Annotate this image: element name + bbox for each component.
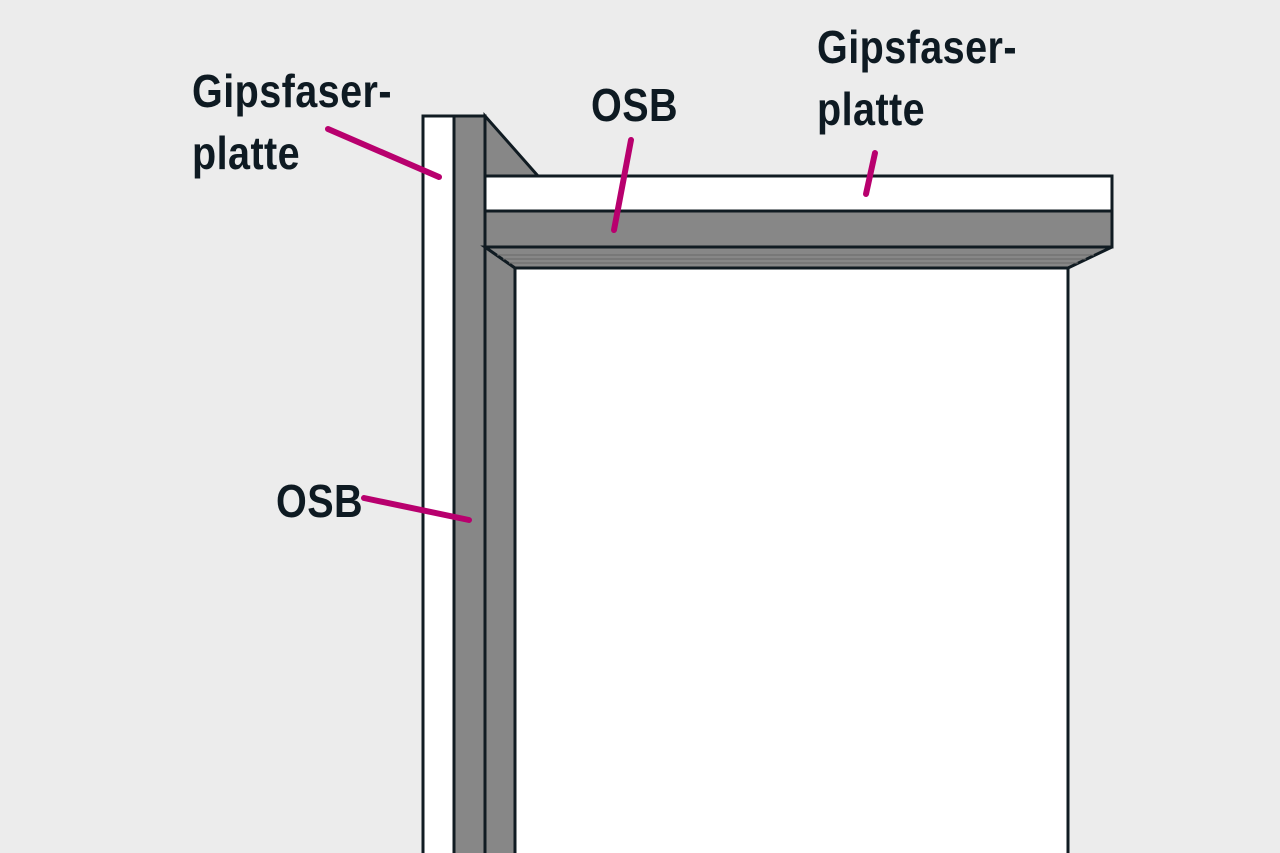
ceiling-osb-board (483, 209, 1114, 249)
inner-wall-osb-face (483, 244, 517, 853)
label-top-gipsfaser-line1: Gipsfaser- (817, 21, 1017, 73)
ceiling-underside-texture (497, 254, 1094, 264)
ceiling-gypsum-board (483, 174, 1114, 213)
leader-line-left-gipsfaser (325, 126, 442, 180)
label-left-gipsfaser: Gipsfaser- platte (192, 60, 392, 184)
wall-gypsum-board (421, 114, 456, 853)
wall-osb-board (452, 114, 487, 853)
label-top-osb-text: OSB (591, 79, 679, 131)
label-left-gipsfaser-line1: Gipsfaser- (192, 65, 392, 117)
label-left-osb: OSB (276, 470, 363, 532)
leader-line-left-osb (361, 495, 472, 523)
ceiling-underside-face (480, 245, 1113, 270)
wall-osb-top-bevel (483, 112, 542, 178)
label-left-gipsfaser-line2: platte (192, 127, 301, 179)
label-top-gipsfaser-line2: platte (817, 83, 926, 135)
label-top-gipsfaser: Gipsfaser- platte (817, 16, 1017, 140)
label-left-osb-text: OSB (276, 475, 364, 527)
room-interior (513, 266, 1070, 853)
leader-line-top-gipsfaser (863, 150, 878, 197)
leader-line-top-osb (611, 137, 634, 233)
label-top-osb: OSB (591, 74, 678, 136)
